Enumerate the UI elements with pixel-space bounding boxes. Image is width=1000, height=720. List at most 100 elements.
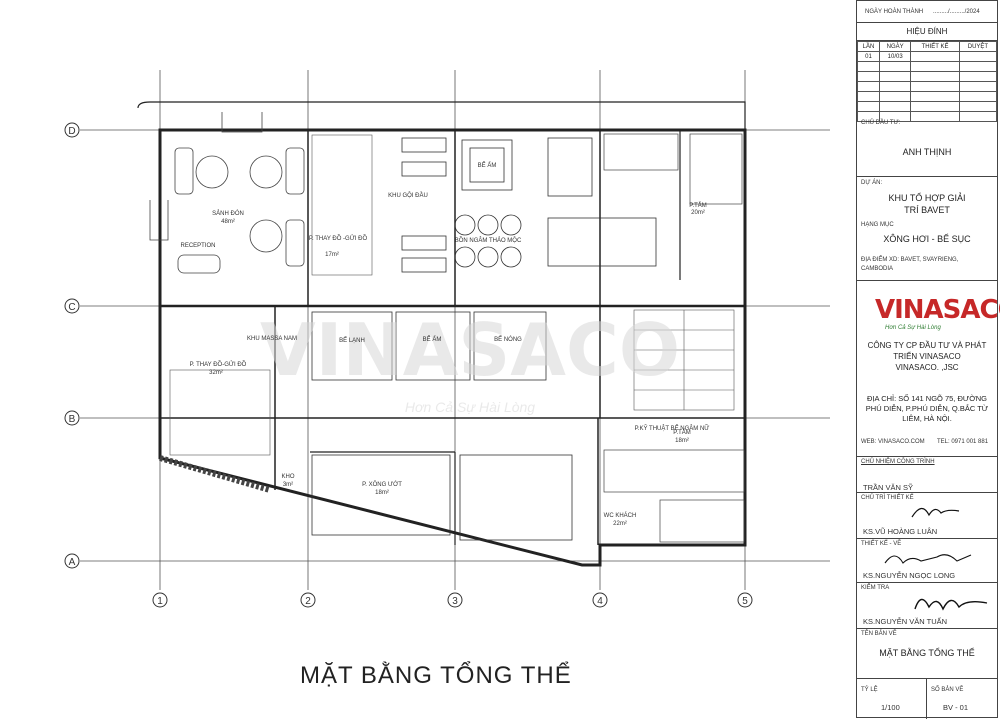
revision-row xyxy=(856,91,998,102)
revision-cell xyxy=(958,51,998,62)
completion-label: NGÀY HOÀN THÀNH xyxy=(865,9,924,15)
revision-cell xyxy=(879,71,912,82)
address-line3: LIÊM, HÀ NỘI. xyxy=(902,414,952,423)
category-label: HẠNG MỤC xyxy=(861,222,894,228)
revision-cell xyxy=(856,91,881,102)
room-label-warm-tub: BỂ ẤM xyxy=(478,162,497,169)
project-line1: KHU TỔ HỢP GIẢI xyxy=(888,193,966,203)
grid-row-a-label: A xyxy=(69,557,76,568)
revision-cell xyxy=(856,101,881,112)
room-label-hot-pool: BỂ NÓNG xyxy=(494,336,522,343)
room-label-herbal-soak: BỒN NGÂM THẢO MỘC xyxy=(455,237,522,244)
checker-name: KS.NGUYỄN VĂN TUẤN xyxy=(863,617,948,626)
revision-cell xyxy=(910,71,960,82)
grid-col-2-label: 2 xyxy=(305,596,311,607)
title-block: NGÀY HOÀN THÀNH ........./........./2024… xyxy=(856,0,1000,719)
grid-col-4-label: 4 xyxy=(597,596,603,607)
company-line2: TRIỂN VINASACO xyxy=(893,352,961,361)
revision-cell xyxy=(910,61,960,72)
project-line2: TRÍ BAVET xyxy=(904,205,950,215)
revision-cell xyxy=(879,111,912,122)
location-line2: CAMBODIA xyxy=(861,266,894,272)
locker-banks xyxy=(169,134,735,456)
revision-cell xyxy=(910,51,960,62)
wc-stalls xyxy=(603,133,745,543)
revision-cell xyxy=(879,101,912,112)
revision-cell xyxy=(856,81,881,92)
tubs xyxy=(311,137,657,541)
revision-cell xyxy=(910,91,960,102)
chief-name: TRẦN VĂN SỸ xyxy=(863,483,914,492)
grid-row-c-label: C xyxy=(68,302,75,313)
checker-signature xyxy=(914,598,988,611)
revision-cell xyxy=(879,81,912,92)
completion-value: ........./........./2024 xyxy=(933,9,980,15)
company-tagline: Hơn Cả Sự Hài Lòng xyxy=(885,325,941,331)
grid-column-markers: 1 2 3 4 5 xyxy=(152,592,753,608)
room-label-reception: RECEPTION xyxy=(180,243,215,249)
company-tel: TEL: 0971 001 881 xyxy=(937,439,989,445)
room-label-lobby: SẢNH ĐÓN xyxy=(212,210,244,217)
revision-cell xyxy=(856,71,881,82)
revision-cell xyxy=(910,101,960,112)
drawing-title: MẶT BẰNG TỔNG THỂ xyxy=(300,662,572,689)
location-line1: ĐỊA ĐIỂM XD: BAVET, SVAYRIENG, xyxy=(861,257,959,263)
lobby-furniture xyxy=(149,112,305,274)
revision-row xyxy=(856,71,998,82)
room-area-changing-mid: 32m² xyxy=(209,370,223,376)
revision-cell xyxy=(856,61,881,72)
drafter-label: THIẾT KẾ - VẼ xyxy=(861,541,902,547)
project-label: DỰ ÁN: xyxy=(861,180,883,186)
address-line1: ĐỊA CHỈ: SỐ 141 NGÕ 75, ĐƯỜNG xyxy=(867,394,987,403)
room-label-storage: KHO xyxy=(281,474,294,480)
revision-cell xyxy=(879,61,912,72)
room-area-guest-wc: 22m² xyxy=(613,521,627,527)
drafter-name: KS.NGUYỄN NGỌC LONG xyxy=(863,571,956,580)
company-logo: VINASACO xyxy=(875,295,1000,325)
revision-cell xyxy=(958,101,998,112)
scale-label: TỶ LỆ xyxy=(861,687,878,693)
room-labels: SẢNH ĐÓN 48m² RECEPTION P. THAY ĐỒ -GỬI … xyxy=(180,162,709,527)
revision-heading: HIỆU ĐÍNH xyxy=(906,27,948,36)
revision-cell xyxy=(910,81,960,92)
sheet-no-label: SỐ BẢN VẼ xyxy=(931,687,964,693)
room-label-steam: P. XÔNG ƯỚT xyxy=(362,481,402,488)
grid-col-5-label: 5 xyxy=(742,596,748,607)
hair-wash-chairs xyxy=(401,137,447,273)
revision-col-header: THIẾT KẾ xyxy=(910,41,960,52)
company-line1: CÔNG TY CP ĐẦU TƯ VÀ PHÁT xyxy=(867,341,987,350)
revision-col-header: DUYỆT xyxy=(958,41,998,52)
drafter-signature xyxy=(884,554,972,564)
company-line3: VINASACO. ,JSC xyxy=(895,363,959,372)
building-walls xyxy=(137,101,747,567)
designer-head-signature xyxy=(911,507,960,518)
room-label-changing-top: P. THAY ĐỒ -GỬI ĐỒ xyxy=(309,235,368,242)
revision-cell xyxy=(958,71,998,82)
room-area-changing-top: 17m² xyxy=(325,252,339,258)
watermark: VINASACO xyxy=(260,308,680,392)
watermark-tagline: Hơn Cả Sự Hài Lòng xyxy=(405,399,535,415)
checker-label: KIỂM TRA xyxy=(861,585,890,591)
room-area-steam: 18m² xyxy=(375,490,389,496)
revision-col-header: LẦN xyxy=(856,41,881,52)
room-area-shower-mid: 18m² xyxy=(675,438,689,444)
grid-row-d-label: D xyxy=(68,126,75,137)
room-label-guest-wc: WC KHÁCH xyxy=(604,512,637,519)
room-label-cold-pool: BỂ LẠNH xyxy=(339,337,365,344)
room-label-shower-mid: P.TẮM xyxy=(673,428,691,436)
company-web: WEB: VINASACO.COM xyxy=(861,439,925,445)
scale-value: 1/100 xyxy=(881,703,900,712)
sheet-name: MẶT BẰNG TỔNG THỂ xyxy=(879,648,975,658)
grid-row-b-label: B xyxy=(69,414,76,425)
owner-name: ANH THỊNH xyxy=(902,147,952,157)
room-area-storage: 3m² xyxy=(283,482,293,488)
sheet-no-value: BV - 01 xyxy=(943,703,969,712)
revision-cell: 10/03 xyxy=(879,51,912,62)
room-label-hair-wash: KHU GỘI ĐẦU xyxy=(388,192,428,199)
revision-cell xyxy=(958,81,998,92)
revision-cell: 01 xyxy=(856,51,881,62)
room-label-pool-tech: P.KỸ THUẬT BỂ NGÂM NỮ xyxy=(635,425,710,432)
owner-label: CHỦ ĐẦU TƯ: xyxy=(861,120,901,126)
